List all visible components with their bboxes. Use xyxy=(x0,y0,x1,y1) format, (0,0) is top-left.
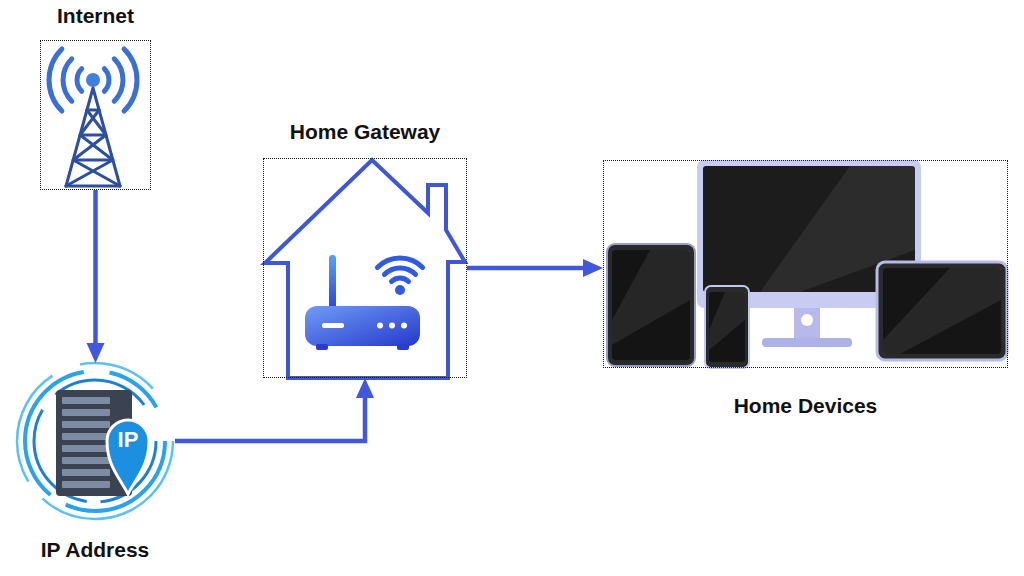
flow-arrow xyxy=(467,266,583,271)
server-slot xyxy=(62,421,110,428)
flow-arrow xyxy=(93,190,98,343)
flow-arrow xyxy=(175,398,365,441)
router-foot xyxy=(316,344,328,350)
devices-box: Home Devices xyxy=(603,160,1008,368)
tower-lattice xyxy=(66,88,120,186)
node-label: IP Address xyxy=(41,538,150,562)
middle-ring xyxy=(25,371,165,511)
devices-icon xyxy=(607,160,1007,368)
server-slots xyxy=(62,397,110,488)
wifi-wave xyxy=(384,268,415,274)
tablet-screen xyxy=(612,250,690,360)
tower-brace xyxy=(66,110,120,186)
stand-hole xyxy=(801,314,813,326)
screen-glare xyxy=(883,268,1001,354)
ip-address-node: IP Address xyxy=(15,363,175,519)
node-label: Home Devices xyxy=(734,394,878,418)
radio-wave xyxy=(49,49,62,111)
monitor-stand xyxy=(794,308,820,340)
node-label: Internet xyxy=(57,4,134,28)
tower-leg xyxy=(66,88,120,186)
tablet-right xyxy=(877,262,1007,360)
server-slot xyxy=(62,433,110,440)
phone xyxy=(705,286,749,368)
phone-screen xyxy=(709,292,745,362)
radio-wave xyxy=(77,69,82,92)
server-slot xyxy=(62,409,110,416)
label-group: Internet xyxy=(0,4,246,28)
wifi-wave xyxy=(377,258,422,267)
radio-wave xyxy=(104,69,109,92)
pin-label: IP xyxy=(118,428,139,452)
server-slot xyxy=(62,397,110,404)
router-body xyxy=(305,306,420,346)
internet-box: Internet xyxy=(40,40,151,190)
location-pin xyxy=(107,420,149,494)
router-foot xyxy=(397,344,409,350)
tablet-screen xyxy=(883,268,1001,354)
antenna-dot xyxy=(86,73,100,87)
router-light xyxy=(377,323,383,329)
router-light xyxy=(401,323,407,329)
server-slot xyxy=(62,457,110,464)
outer-ring xyxy=(17,363,173,519)
wifi-dot xyxy=(395,285,405,295)
label-group: Home Devices xyxy=(656,394,956,418)
wifi-wave xyxy=(392,278,409,282)
monitor-base xyxy=(762,338,852,347)
house-router-icon xyxy=(265,160,465,378)
ip-server-icon xyxy=(17,363,173,519)
server-slot xyxy=(62,445,110,452)
router-antenna xyxy=(329,255,336,310)
house-outline xyxy=(265,160,465,378)
screen-glare xyxy=(612,250,690,345)
label-group: Home Gateway xyxy=(215,120,515,144)
server-slot xyxy=(62,469,110,476)
label-group: IP Address xyxy=(0,538,245,562)
router-light xyxy=(322,323,344,328)
screen-glare xyxy=(709,292,745,350)
tablet-left xyxy=(607,244,695,366)
radio-wave xyxy=(63,59,72,101)
inner-ring xyxy=(34,380,156,502)
radio-wave xyxy=(114,59,123,101)
server-slot xyxy=(62,481,110,488)
node-label: Home Gateway xyxy=(290,120,441,144)
radio-wave xyxy=(124,49,137,111)
gateway-box: Home Gateway xyxy=(263,158,467,378)
tower-bar xyxy=(66,110,120,186)
router-light xyxy=(389,323,395,329)
tower-icon xyxy=(49,49,137,186)
